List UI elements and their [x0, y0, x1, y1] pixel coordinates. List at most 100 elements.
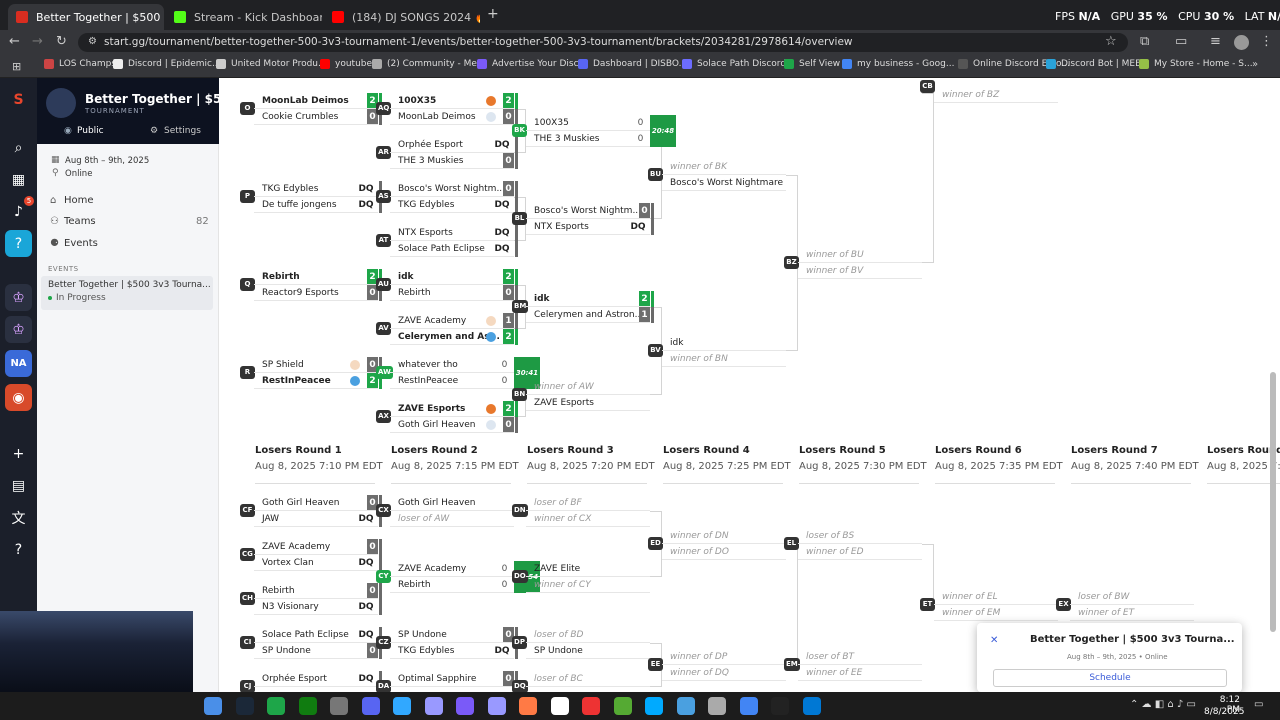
store-icon[interactable]: ▤ — [11, 477, 26, 494]
match-slot[interactable]: loser of BS — [798, 528, 922, 544]
notification-center-icon[interactable]: ▭ — [1254, 699, 1264, 710]
match-slot[interactable]: winner of DO — [662, 544, 786, 560]
menu-icon[interactable]: ⋮ — [1260, 34, 1273, 49]
app-taskbar-icon[interactable] — [676, 697, 695, 715]
help-chat-icon[interactable]: ? — [5, 230, 32, 257]
xbox-taskbar-icon[interactable] — [298, 697, 317, 715]
bookmark-item[interactable]: Discord | Epidemic... — [113, 59, 221, 69]
photoshop-taskbar-icon[interactable] — [393, 697, 411, 715]
event-card[interactable] — [41, 276, 213, 310]
url-input[interactable]: start.gg/tournament/better-together-500-… — [78, 33, 1128, 52]
match-slot[interactable]: loser of BW — [1070, 589, 1194, 605]
match-slot[interactable]: winner of BZ — [934, 87, 1058, 103]
trophy-alt-icon[interactable]: ♔ — [5, 316, 32, 343]
match-slot[interactable]: ZAVE Esports — [526, 395, 650, 411]
cast-icon[interactable]: ▭ — [1175, 34, 1188, 49]
bookmark-item[interactable]: United Motor Produ... — [216, 59, 327, 69]
media-encoder-taskbar-icon[interactable] — [456, 697, 474, 715]
match-slot[interactable]: winner of EM — [934, 605, 1058, 621]
obs-taskbar-icon[interactable] — [330, 697, 348, 715]
bookmark-item[interactable]: Dashboard | DISBO... — [578, 59, 687, 69]
public-label[interactable]: Public — [77, 126, 104, 136]
startgg-logo-icon[interactable]: S — [13, 91, 24, 108]
match-slot[interactable]: SP Undone — [526, 643, 650, 659]
bookmark-item[interactable]: youtube — [320, 59, 372, 69]
capcut-taskbar-icon[interactable] — [771, 697, 789, 715]
defender-taskbar-icon[interactable] — [645, 697, 663, 715]
steam-taskbar-icon[interactable] — [235, 697, 254, 715]
match-slot[interactable]: winner of BU — [798, 247, 922, 263]
extensions-icon[interactable]: ⧉ — [1140, 34, 1150, 49]
match-slot[interactable]: winner of BK — [662, 159, 786, 175]
after-effects-taskbar-icon[interactable] — [487, 697, 506, 715]
bookmark-item[interactable]: Self View — [784, 59, 840, 69]
match-slot[interactable]: Celerymen and As...2 — [390, 329, 514, 345]
notifications-bell-icon[interactable]: ♪ — [14, 203, 23, 220]
bookmark-item[interactable]: LOS Champs — [44, 59, 116, 69]
nav-home[interactable]: Home — [64, 195, 94, 206]
match-slot[interactable]: winner of BV — [798, 263, 922, 279]
match-slot[interactable]: ZAVE Elite — [526, 561, 650, 577]
match-slot[interactable]: loser of AW — [390, 511, 514, 527]
match-slot[interactable]: loser of BC — [526, 671, 650, 687]
match-slot[interactable]: winner of DN — [662, 528, 786, 544]
trophy-icon[interactable]: ♔ — [5, 284, 32, 311]
add-icon[interactable]: + — [12, 445, 25, 462]
support-icon[interactable]: ? — [14, 541, 23, 558]
app-taskbar-icon[interactable] — [582, 697, 600, 715]
schedule-button[interactable]: Schedule — [993, 669, 1227, 687]
media-icon[interactable]: ≡ — [1210, 34, 1221, 49]
match-slot[interactable]: loser of BD — [526, 627, 650, 643]
match-slot[interactable]: winner of AW — [526, 379, 650, 395]
team-logo-icon[interactable]: NA — [5, 350, 32, 377]
match-slot[interactable]: idk — [662, 335, 786, 351]
nav-teams[interactable]: Teams — [64, 216, 96, 227]
bookmark-item[interactable]: My Store - Home - S... — [1139, 59, 1253, 69]
match-slot[interactable]: Bosco's Worst Nightmare — [662, 175, 786, 191]
match-slot[interactable]: winner of EE — [798, 665, 922, 681]
